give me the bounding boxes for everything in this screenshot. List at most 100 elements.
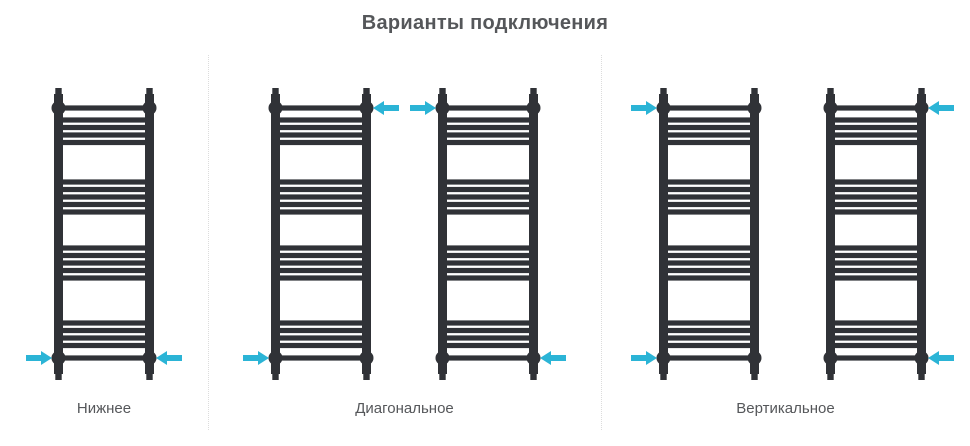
rung [442,275,534,281]
collector-post [659,94,668,374]
rung [663,335,755,341]
radiator-group [241,88,568,380]
rung [442,186,534,193]
connection-arrow-bottom-right-icon [156,351,182,365]
rung [830,320,922,326]
rung [663,132,755,138]
collector-post [438,94,447,374]
rung [58,139,150,146]
corner-fitting [142,351,157,365]
rung [830,186,922,193]
rung [830,139,922,146]
radiator-group [24,88,184,380]
rung [830,194,922,200]
rung [58,186,150,193]
pipe-stub [660,88,667,99]
connection-type-label: Нижнее [76,400,132,417]
collector-post [529,94,538,374]
pipe-stub [146,369,153,380]
section-diagonal-connection: Диагональное [208,88,601,417]
corner-fitting [359,351,374,365]
rung [58,320,150,326]
rung [663,245,755,251]
rung [830,132,922,138]
rung [830,335,922,341]
rung [830,201,922,208]
rung [830,267,922,274]
rung [275,179,367,185]
rung [58,194,150,200]
rung [58,132,150,138]
rung [275,117,367,123]
corner-fitting [914,351,929,365]
rung [830,342,922,349]
rung [663,355,755,361]
rung [442,194,534,200]
rung [275,124,367,131]
pipe-stub [439,88,446,99]
rung [442,320,534,326]
connection-arrow-top-right-icon [928,101,954,115]
corner-fitting [435,351,450,365]
corner-fitting [747,101,762,115]
rung [830,124,922,131]
corner-fitting [914,101,929,115]
radiator-group [629,88,956,380]
rung [663,320,755,326]
rung [275,245,367,251]
corner-fitting [268,101,283,115]
rung [275,320,367,326]
rung [275,327,367,334]
rung [663,252,755,259]
radiator-diagonal-top-right [243,88,399,380]
rung [275,355,367,361]
rung [58,179,150,185]
pipe-stub [272,88,279,99]
rung [58,105,150,111]
rung [275,252,367,259]
connection-arrow-bottom-right-icon [928,351,954,365]
corner-fitting [656,101,671,115]
rung [663,186,755,193]
rung [275,105,367,111]
rung [58,124,150,131]
section-vertical-connection: Вертикальное [601,88,970,417]
rung [830,245,922,251]
corner-fitting [142,101,157,115]
corner-fitting [526,351,541,365]
rung [830,209,922,215]
pipe-stub [530,369,537,380]
rung [663,267,755,274]
connection-arrow-bottom-left-icon [631,351,657,365]
rung [275,186,367,193]
rung [58,209,150,215]
rung [830,355,922,361]
rung [442,132,534,138]
rung [58,245,150,251]
corner-fitting [526,101,541,115]
section-bottom-connection: Нижнее [0,88,208,417]
rung [275,132,367,138]
rung [442,117,534,123]
pipe-stub [751,88,758,99]
rung [275,209,367,215]
rung [275,139,367,146]
rung [442,252,534,259]
rung [663,194,755,200]
pipe-stub [55,369,62,380]
corner-fitting [656,351,671,365]
rung [663,260,755,266]
rung [830,260,922,266]
pipe-stub [751,369,758,380]
rung [442,179,534,185]
rung [830,117,922,123]
rung [58,267,150,274]
rung [442,105,534,111]
rung [442,342,534,349]
radiator-bottom-connection [26,88,182,380]
pipe-stub [918,369,925,380]
corner-fitting [359,101,374,115]
page-title: Варианты подключения [361,12,609,34]
collector-post [826,94,835,374]
